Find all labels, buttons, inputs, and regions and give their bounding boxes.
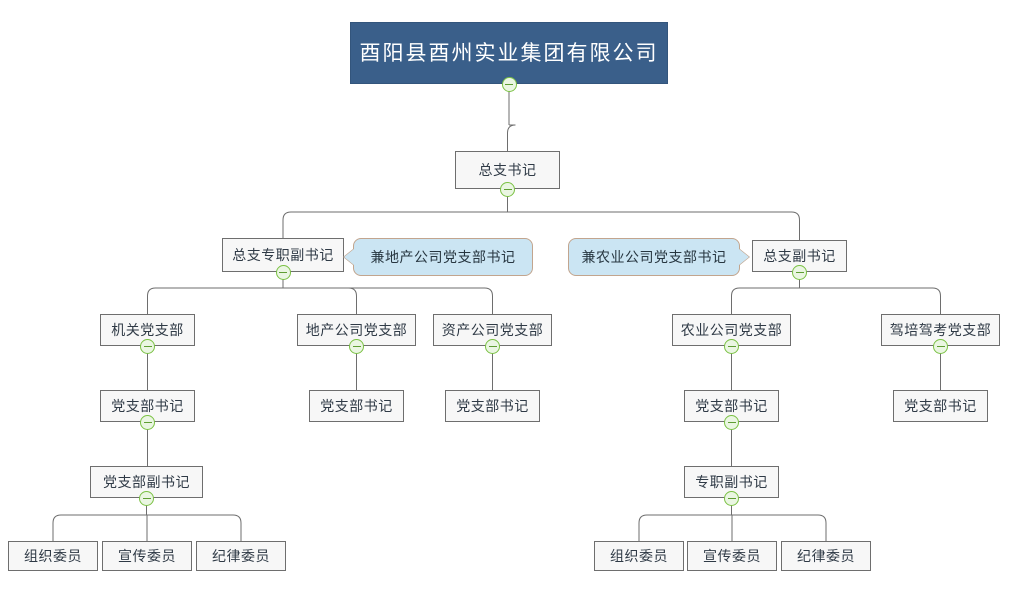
collapse-minus-icon[interactable] bbox=[724, 339, 739, 354]
node-label: 资产公司党支部 bbox=[441, 322, 544, 338]
org-callout-co-nongye[interactable]: 兼农业公司党支部书记 bbox=[568, 238, 749, 276]
connector-line bbox=[638, 514, 732, 541]
org-node-jiapei[interactable]: 驾培驾考党支部 bbox=[881, 314, 1000, 346]
node-label: 党支部书记 bbox=[904, 398, 977, 414]
org-node-dzbsj-3[interactable]: 党支部书记 bbox=[445, 390, 540, 422]
collapse-minus-icon[interactable] bbox=[500, 182, 515, 197]
node-label: 机关党支部 bbox=[111, 322, 184, 338]
callout-tail-icon bbox=[739, 249, 749, 265]
node-label: 党支部书记 bbox=[111, 398, 184, 414]
node-label: 组织委员 bbox=[610, 548, 668, 564]
connector-line bbox=[146, 514, 242, 541]
connector-line bbox=[731, 287, 800, 314]
collapse-minus-icon[interactable] bbox=[140, 339, 155, 354]
node-label: 纪律委员 bbox=[797, 548, 855, 564]
node-label: 党支部书记 bbox=[456, 398, 529, 414]
collapse-minus-icon[interactable] bbox=[724, 415, 739, 430]
node-label: 地产公司党支部 bbox=[305, 322, 408, 338]
node-label: 兼农业公司党支部书记 bbox=[581, 249, 727, 265]
node-label: 驾培驾考党支部 bbox=[889, 322, 992, 338]
org-node-dichan[interactable]: 地产公司党支部 bbox=[297, 314, 416, 346]
org-node-xcwy-l[interactable]: 宣传委员 bbox=[102, 541, 192, 571]
org-node-xcwy-r[interactable]: 宣传委员 bbox=[687, 541, 777, 571]
connector-line bbox=[507, 124, 516, 151]
connector-line bbox=[283, 287, 357, 314]
node-label: 农业公司党支部 bbox=[680, 322, 783, 338]
collapse-minus-icon[interactable] bbox=[501, 77, 517, 92]
collapse-minus-icon[interactable] bbox=[349, 339, 364, 354]
org-node-zzwy-l[interactable]: 组织委员 bbox=[8, 541, 98, 571]
node-label: 宣传委员 bbox=[703, 548, 761, 564]
connector-line bbox=[282, 211, 508, 238]
org-root-node[interactable]: 酉阳县酉州实业集团有限公司 bbox=[350, 22, 668, 84]
node-label: 总支副书记 bbox=[763, 248, 836, 264]
connector-line bbox=[799, 287, 941, 314]
callout-tail-icon bbox=[344, 249, 354, 265]
collapse-minus-icon[interactable] bbox=[139, 491, 154, 506]
org-node-dzbsj-2[interactable]: 党支部书记 bbox=[309, 390, 404, 422]
org-node-jlwy-r[interactable]: 纪律委员 bbox=[781, 541, 871, 571]
collapse-minus-icon[interactable] bbox=[792, 265, 807, 280]
node-label: 兼地产公司党支部书记 bbox=[370, 249, 516, 265]
connector-line bbox=[52, 514, 147, 541]
org-callout-co-dichan[interactable]: 兼地产公司党支部书记 bbox=[344, 238, 533, 276]
node-label: 纪律委员 bbox=[212, 548, 270, 564]
node-label: 党支部副书记 bbox=[103, 474, 190, 490]
collapse-minus-icon[interactable] bbox=[933, 339, 948, 354]
node-label: 党支部书记 bbox=[695, 398, 768, 414]
node-label: 宣传委员 bbox=[118, 548, 176, 564]
collapse-minus-icon[interactable] bbox=[485, 339, 500, 354]
org-node-jlwy-l[interactable]: 纪律委员 bbox=[196, 541, 286, 571]
node-label: 酉阳县酉州实业集团有限公司 bbox=[359, 41, 659, 65]
node-label: 组织委员 bbox=[24, 548, 82, 564]
node-label: 专职副书记 bbox=[695, 474, 768, 490]
node-label: 总支书记 bbox=[478, 162, 537, 178]
connector-line bbox=[147, 287, 283, 314]
org-node-zzwy-r[interactable]: 组织委员 bbox=[594, 541, 684, 571]
connector-line bbox=[507, 211, 800, 240]
node-label: 总支专职副书记 bbox=[232, 247, 334, 263]
connector-line bbox=[283, 287, 493, 314]
connector-line bbox=[731, 514, 827, 541]
collapse-minus-icon[interactable] bbox=[140, 415, 155, 430]
collapse-minus-icon[interactable] bbox=[724, 491, 739, 506]
node-label: 党支部书记 bbox=[320, 398, 393, 414]
collapse-minus-icon[interactable] bbox=[275, 265, 291, 280]
org-node-dzbsj-5[interactable]: 党支部书记 bbox=[893, 390, 988, 422]
